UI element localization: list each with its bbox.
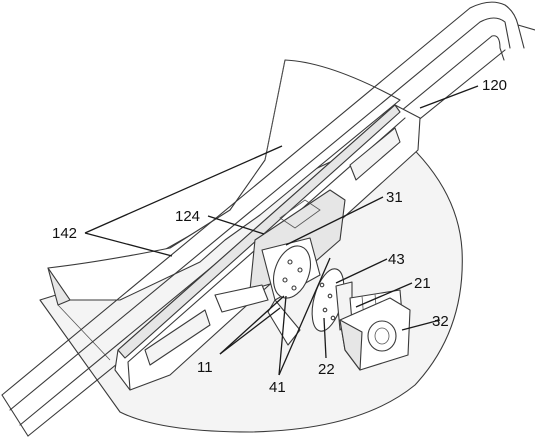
label-32: 32 bbox=[432, 313, 449, 330]
label-31: 31 bbox=[386, 189, 403, 206]
leader-lines bbox=[84, 85, 479, 376]
sector-plate bbox=[47, 59, 401, 361]
label-22: 22 bbox=[318, 361, 335, 378]
label-11: 11 bbox=[197, 359, 213, 376]
label-41: 41 bbox=[269, 379, 286, 396]
label-43: 43 bbox=[388, 251, 405, 268]
label-21: 21 bbox=[414, 275, 431, 292]
label-120: 120 bbox=[482, 77, 507, 94]
end-block bbox=[339, 297, 411, 371]
label-142: 142 bbox=[52, 225, 77, 242]
label-124: 124 bbox=[175, 208, 200, 225]
flange bbox=[311, 268, 353, 332]
reference-labels: 120 142 124 31 43 21 32 11 41 22 bbox=[52, 77, 507, 396]
